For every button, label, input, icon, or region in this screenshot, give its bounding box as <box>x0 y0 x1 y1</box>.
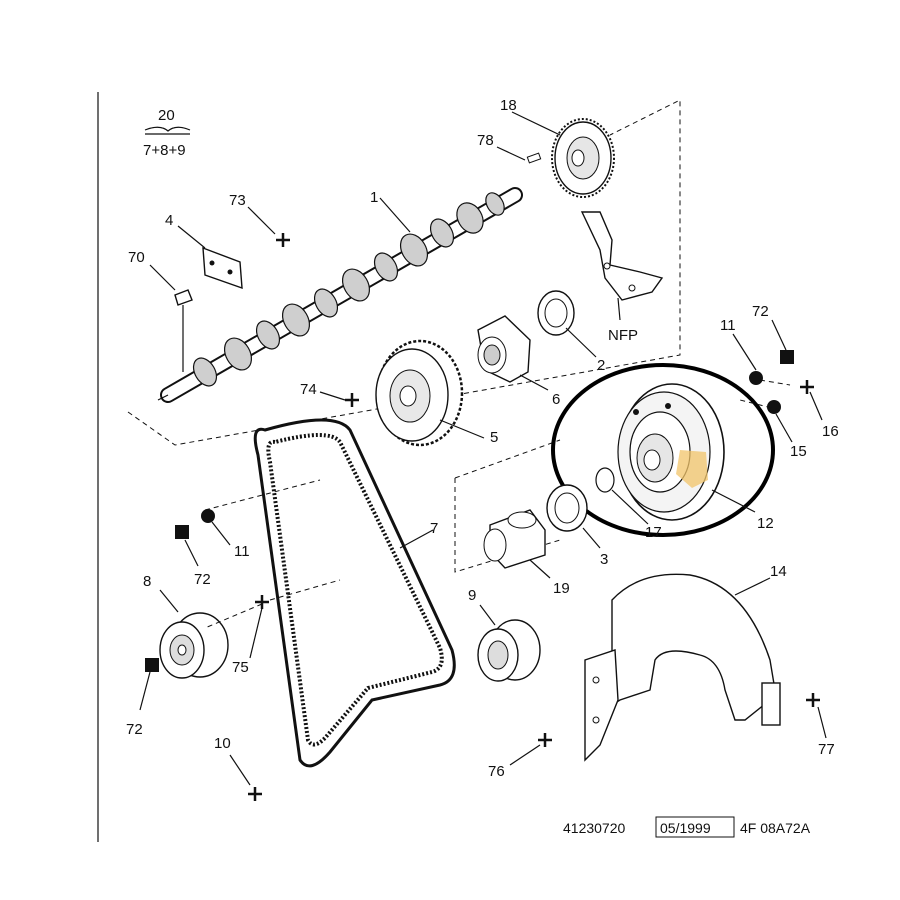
assembly-20-symbol <box>144 126 191 135</box>
camshaft-pulley-5 <box>375 339 464 447</box>
crank-sprocket-19 <box>483 509 546 569</box>
label-78: 78 <box>477 132 494 149</box>
label-11-left: 11 <box>234 543 250 560</box>
dashed-guides <box>204 379 791 629</box>
label-16: 16 <box>822 423 839 440</box>
washer-and-nut-symbols <box>145 350 794 672</box>
label-15: 15 <box>790 443 807 460</box>
bracket-nfp <box>580 211 664 301</box>
plate-4 <box>202 246 243 290</box>
timing-cover-14 <box>584 573 781 762</box>
dashed-boundary-upper <box>127 99 681 446</box>
o-ring-17 <box>595 467 615 493</box>
tensioner-roller-8 <box>159 612 229 679</box>
label-12: 12 <box>757 515 774 532</box>
crankshaft-pulley-12 <box>617 383 725 521</box>
label-72-left: 72 <box>194 571 211 588</box>
screw-symbols <box>248 233 820 801</box>
cap-70 <box>174 289 193 306</box>
label-73: 73 <box>229 192 246 209</box>
label-2: 2 <box>597 357 605 374</box>
timing-belt-7 <box>253 418 456 768</box>
label-1: 1 <box>370 189 378 206</box>
dashed-boundary-lower <box>454 439 561 573</box>
woodruff-key-78 <box>526 152 542 164</box>
highlight-patch <box>676 450 708 488</box>
label-18: 18 <box>500 97 517 114</box>
seal-2 <box>537 290 575 336</box>
label-72-bottom: 72 <box>126 721 143 738</box>
idler-roller-9 <box>477 619 541 682</box>
label-76: 76 <box>488 763 505 780</box>
leader-lines <box>139 111 827 786</box>
label-5: 5 <box>490 429 498 446</box>
label-3: 3 <box>600 551 608 568</box>
camshaft <box>157 187 523 403</box>
label-77: 77 <box>818 741 835 758</box>
label-7: 7 <box>430 520 438 537</box>
label-14: 14 <box>770 563 787 580</box>
label-nfp: NFP <box>608 327 638 344</box>
label-6: 6 <box>552 391 560 408</box>
footer-reference: 41230720 <box>563 820 626 836</box>
footer-date: 05/1999 <box>660 820 711 836</box>
label-9: 9 <box>468 587 476 604</box>
label-8: 8 <box>143 573 151 590</box>
label-74: 74 <box>300 381 317 398</box>
label-72-top: 72 <box>752 303 769 320</box>
highlight-circle <box>551 363 775 537</box>
label-17: 17 <box>645 524 662 541</box>
sprocket-18 <box>551 118 615 198</box>
footer-date-box <box>655 816 735 838</box>
bearing-housing-6 <box>477 315 531 383</box>
label-70: 70 <box>128 249 145 266</box>
label-11-top: 11 <box>720 317 736 334</box>
label-75: 75 <box>232 659 249 676</box>
label-19: 19 <box>553 580 570 597</box>
label-20-sub: 7+8+9 <box>143 142 186 159</box>
footer-code: 4F 08A72A <box>740 820 811 836</box>
label-20: 20 <box>158 107 175 124</box>
label-4: 4 <box>165 212 173 229</box>
label-10: 10 <box>214 735 231 752</box>
seal-3 <box>546 484 588 532</box>
